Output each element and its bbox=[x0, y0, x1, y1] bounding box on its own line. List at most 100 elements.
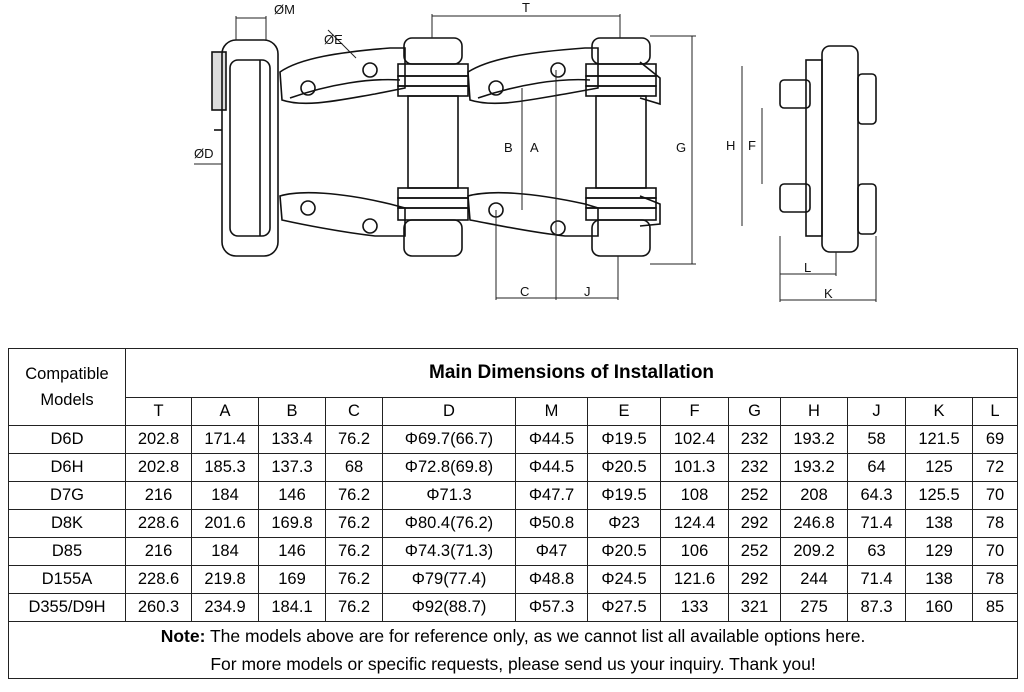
model-cell: D7G bbox=[8, 481, 126, 510]
value-cell: Φ72.8(69.8) bbox=[382, 453, 516, 482]
column-header-j: J bbox=[847, 397, 906, 426]
model-cell: D6D bbox=[8, 425, 126, 454]
value-cell: 193.2 bbox=[780, 453, 848, 482]
value-cell: Φ69.7(66.7) bbox=[382, 425, 516, 454]
value-cell: Φ50.8 bbox=[515, 509, 588, 538]
value-cell: 76.2 bbox=[325, 481, 383, 510]
value-cell: 125.5 bbox=[905, 481, 973, 510]
value-cell: 219.8 bbox=[191, 565, 259, 594]
dim-label-c: C bbox=[520, 284, 529, 299]
value-cell: 70 bbox=[971, 481, 1019, 510]
value-cell: 58 bbox=[847, 425, 906, 454]
column-header-g: G bbox=[728, 397, 781, 426]
value-cell: Φ80.4(76.2) bbox=[382, 509, 516, 538]
value-cell: 171.4 bbox=[191, 425, 259, 454]
value-cell: 201.6 bbox=[191, 509, 259, 538]
dim-label-j: J bbox=[584, 284, 591, 299]
value-cell: 78 bbox=[971, 565, 1019, 594]
value-cell: 72 bbox=[971, 453, 1019, 482]
dim-label-k: K bbox=[824, 286, 833, 301]
column-header-d: D bbox=[382, 397, 516, 426]
pin-bushing-2 bbox=[585, 37, 657, 257]
column-header-f: F bbox=[660, 397, 729, 426]
value-cell: 232 bbox=[728, 453, 781, 482]
bottom-link-plates bbox=[279, 191, 661, 237]
value-cell: Φ24.5 bbox=[587, 565, 661, 594]
value-cell: Φ44.5 bbox=[515, 425, 588, 454]
value-cell: 244 bbox=[780, 565, 848, 594]
column-header-a: A bbox=[191, 397, 259, 426]
column-header-l: L bbox=[971, 397, 1019, 426]
pin-bushing-1 bbox=[397, 37, 469, 257]
value-cell: 76.2 bbox=[325, 509, 383, 538]
dim-label-f: F bbox=[748, 138, 756, 153]
value-cell: 129 bbox=[905, 537, 973, 566]
value-cell: 232 bbox=[728, 425, 781, 454]
dim-label-m: ØM bbox=[274, 2, 295, 17]
value-cell: 184 bbox=[191, 481, 259, 510]
value-cell: 246.8 bbox=[780, 509, 848, 538]
top-link-plates bbox=[279, 47, 661, 106]
compatible-models-header: Compatible Models bbox=[8, 348, 126, 426]
value-cell: Φ71.3 bbox=[382, 481, 516, 510]
value-cell: 292 bbox=[728, 509, 781, 538]
end-flange bbox=[211, 39, 279, 257]
model-cell: D6H bbox=[8, 453, 126, 482]
value-cell: 202.8 bbox=[125, 425, 192, 454]
value-cell: 78 bbox=[971, 509, 1019, 538]
chain-link-technical-drawing: ØM ØE ØD T B A G H F C J L K bbox=[194, 0, 877, 302]
table-title: Main Dimensions of Installation bbox=[124, 348, 1019, 398]
value-cell: Φ20.5 bbox=[587, 537, 661, 566]
value-cell: Φ79(77.4) bbox=[382, 565, 516, 594]
model-cell: D8K bbox=[8, 509, 126, 538]
value-cell: Φ44.5 bbox=[515, 453, 588, 482]
compat-header-line1: Compatible bbox=[25, 365, 109, 383]
column-header-m: M bbox=[515, 397, 588, 426]
value-cell: 76.2 bbox=[325, 425, 383, 454]
note-label: Note: bbox=[160, 626, 206, 646]
value-cell: 228.6 bbox=[125, 509, 192, 538]
value-cell: Φ74.3(71.3) bbox=[382, 537, 516, 566]
model-cell: D85 bbox=[8, 537, 126, 566]
value-cell: 106 bbox=[660, 537, 729, 566]
value-cell: 68 bbox=[325, 453, 383, 482]
value-cell: 138 bbox=[905, 509, 973, 538]
value-cell: 252 bbox=[728, 481, 781, 510]
value-cell: 133.4 bbox=[258, 425, 326, 454]
value-cell: 108 bbox=[660, 481, 729, 510]
dim-label-e: ØE bbox=[324, 32, 343, 47]
value-cell: Φ19.5 bbox=[587, 425, 661, 454]
value-cell: Φ48.8 bbox=[515, 565, 588, 594]
value-cell: 63 bbox=[847, 537, 906, 566]
dim-label-t: T bbox=[522, 0, 530, 15]
value-cell: Φ47 bbox=[515, 537, 588, 566]
dimensions-table: Compatible Models Main Dimensions of Ins… bbox=[7, 348, 1019, 679]
column-header-e: E bbox=[587, 397, 661, 426]
value-cell: 234.9 bbox=[191, 593, 259, 622]
value-cell: Φ47.7 bbox=[515, 481, 588, 510]
note-cell: Note: The models above are for reference… bbox=[7, 621, 1019, 679]
value-cell: 121.5 bbox=[905, 425, 973, 454]
column-header-b: B bbox=[258, 397, 326, 426]
value-cell: 216 bbox=[125, 481, 192, 510]
value-cell: Φ20.5 bbox=[587, 453, 661, 482]
column-header-c: C bbox=[325, 397, 383, 426]
value-cell: 208 bbox=[780, 481, 848, 510]
value-cell: 275 bbox=[780, 593, 848, 622]
value-cell: 185.3 bbox=[191, 453, 259, 482]
value-cell: 64 bbox=[847, 453, 906, 482]
value-cell: 137.3 bbox=[258, 453, 326, 482]
value-cell: 76.2 bbox=[325, 565, 383, 594]
value-cell: 252 bbox=[728, 537, 781, 566]
value-cell: 184.1 bbox=[258, 593, 326, 622]
dim-label-b: B bbox=[504, 140, 513, 155]
value-cell: 169.8 bbox=[258, 509, 326, 538]
